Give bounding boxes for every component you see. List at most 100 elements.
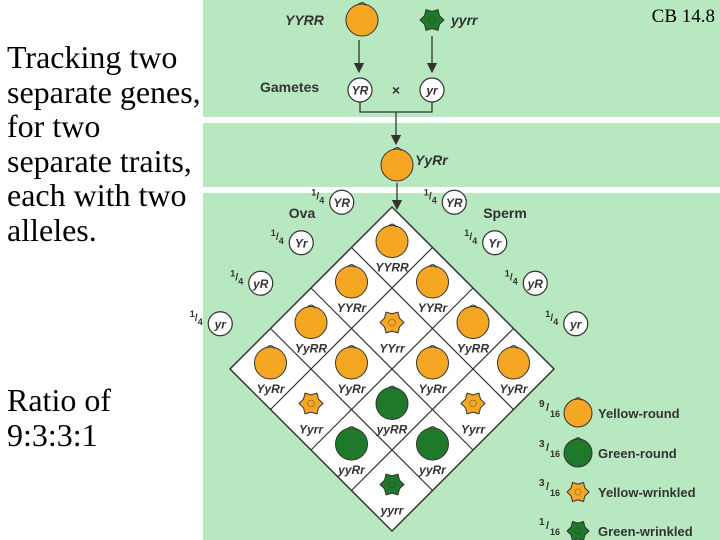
- punnett-grid-line: [310, 287, 474, 451]
- pea-body: [375, 225, 409, 258]
- punnett-grid-line: [270, 328, 433, 491]
- pea-stem: [428, 426, 437, 430]
- pea-body: [379, 311, 405, 334]
- pea-body: [335, 265, 368, 299]
- gamete-circle: [482, 230, 508, 256]
- reference-label: CB 14.8: [651, 6, 715, 27]
- legend-fraction-slash: /: [546, 520, 549, 532]
- fraction-slash: /: [429, 191, 432, 202]
- gamete-label: Yr: [295, 236, 309, 250]
- sperm-fraction: 1/4: [464, 228, 477, 246]
- parent-right-genotype: yyrr: [450, 12, 479, 28]
- parent-right-pea: [419, 9, 445, 31]
- caption-text: Tracking two separate genes, for two sep…: [7, 39, 201, 248]
- offspring-genotype: YYrr: [379, 342, 406, 356]
- ova-gamete: yR: [248, 270, 274, 296]
- pea-wrinkle: [574, 527, 582, 535]
- sperm-gamete: yr: [563, 311, 589, 337]
- fraction-denominator: 4: [553, 317, 558, 327]
- pea-body: [294, 306, 328, 339]
- pea-body: [335, 427, 368, 461]
- legend-fraction-slash: /: [546, 442, 549, 454]
- sperm-gamete: YR: [441, 189, 467, 215]
- pea-stem: [509, 345, 518, 349]
- gamete-label: yr: [214, 317, 228, 331]
- pea-stem: [357, 2, 367, 6]
- fraction-numerator: 1: [424, 187, 429, 197]
- offspring-genotype: yyrr: [380, 504, 405, 518]
- fraction-slash: /: [316, 191, 319, 202]
- offspring-genotype: YyRr: [418, 382, 447, 396]
- pea-body: [497, 346, 530, 380]
- legend-fraction-den: 16: [550, 527, 560, 537]
- pea-body: [335, 346, 368, 380]
- caption-panel: Tracking two separate genes, for two sep…: [0, 0, 205, 540]
- fraction-slash: /: [550, 313, 553, 324]
- pea-body: [379, 473, 405, 496]
- legend-label: Yellow-round: [598, 406, 680, 421]
- cross-symbol: ×: [392, 82, 400, 98]
- gamete-circle: [329, 189, 355, 215]
- legend-fraction-num: 3: [539, 439, 545, 450]
- offspring-genotype: YyRR: [457, 342, 489, 356]
- fraction-numerator: 1: [545, 309, 550, 319]
- offspring-pea: [416, 264, 449, 299]
- sperm-fraction: 1/4: [424, 187, 437, 205]
- pea-stem: [574, 437, 582, 441]
- sperm-label: Sperm: [483, 205, 527, 221]
- ova-gamete: yr: [207, 311, 233, 337]
- ova-fraction: 1/4: [230, 268, 243, 286]
- legend-pea: [563, 397, 593, 428]
- offspring-pea: [379, 473, 405, 496]
- fraction-denominator: 4: [513, 276, 518, 286]
- offspring-pea: [298, 392, 324, 415]
- fraction-numerator: 1: [271, 228, 276, 238]
- pea-stem: [428, 264, 437, 268]
- legend-fraction-num: 1: [539, 517, 545, 528]
- parent-left-genotype: YYRR: [285, 12, 325, 28]
- offspring-pea: [335, 345, 368, 380]
- gamete-circle: [563, 311, 589, 337]
- offspring-genotype: YYRr: [337, 301, 368, 315]
- pea-body: [254, 346, 287, 380]
- fraction-denominator: 4: [319, 195, 324, 205]
- f1-pea: [380, 147, 414, 182]
- offspring-genotype: yyRr: [418, 463, 447, 477]
- legend-pea: [566, 482, 590, 502]
- legend-pea: [563, 437, 593, 468]
- fraction-numerator: 1: [190, 309, 195, 319]
- ova-fraction: 1/4: [271, 228, 284, 246]
- fraction-denominator: 4: [432, 195, 437, 205]
- ova-gamete: Yr: [288, 230, 314, 256]
- fraction-denominator: 4: [238, 276, 243, 286]
- pea-stem: [347, 426, 356, 430]
- parent-left-pea: [345, 2, 379, 37]
- pea-wrinkle: [574, 488, 582, 496]
- legend-fraction-slash: /: [546, 481, 549, 493]
- pea-body: [416, 346, 449, 380]
- pea-wrinkle: [388, 318, 396, 327]
- pea-wrinkle: [428, 16, 436, 24]
- gamete-circle: [441, 189, 467, 215]
- offspring-pea: [375, 385, 409, 420]
- pea-body: [566, 482, 590, 502]
- fraction-numerator: 1: [464, 228, 469, 238]
- pea-stem: [392, 147, 402, 151]
- legend-label: Green-wrinkled: [598, 524, 693, 539]
- gamete-circle: [207, 311, 233, 337]
- pea-body: [566, 521, 590, 540]
- offspring-genotype: YYRR: [375, 261, 409, 275]
- legend-fraction-slash: /: [546, 402, 549, 414]
- pea-body: [375, 387, 409, 420]
- gamete-label: YR: [333, 196, 350, 210]
- pea-stem: [387, 385, 397, 390]
- legend-fraction-num: 9: [539, 399, 545, 410]
- pea-stem: [266, 345, 275, 349]
- pea-body: [419, 9, 445, 31]
- gamete-left: YR: [347, 77, 373, 103]
- pea-stem: [387, 223, 397, 228]
- pea-stem: [347, 264, 356, 268]
